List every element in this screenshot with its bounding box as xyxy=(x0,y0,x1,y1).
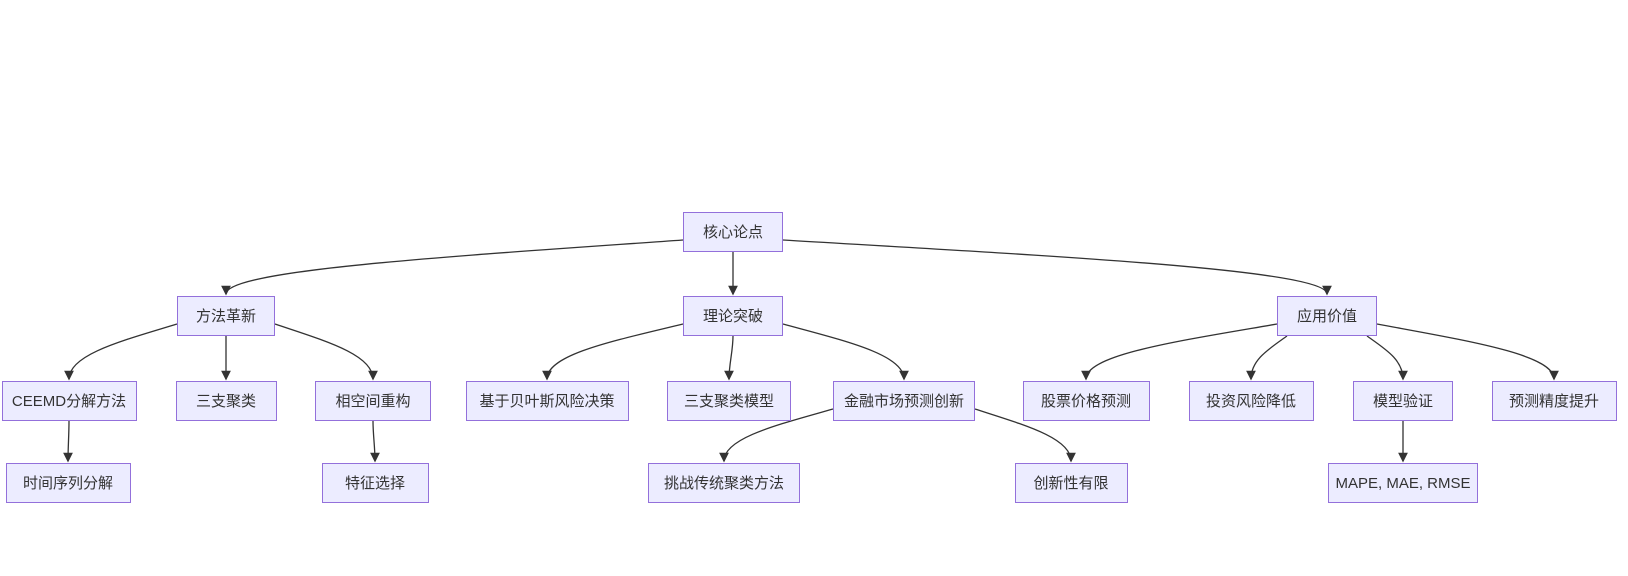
node-theory: 理论突破 xyxy=(683,296,783,336)
node-label: 三支聚类 xyxy=(195,392,256,410)
node-validation: 模型验证 xyxy=(1353,381,1453,421)
node-precision: 预测精度提升 xyxy=(1491,381,1617,421)
node-application: 应用价值 xyxy=(1277,296,1377,336)
node-limited: 创新性有限 xyxy=(1014,463,1128,503)
node-label: 核心论点 xyxy=(702,223,763,241)
node-label: 特征选择 xyxy=(344,474,405,492)
node-ceemd: CEEMD分解方法 xyxy=(1,381,137,421)
edge-method-to-ceemd xyxy=(64,323,178,381)
node-twcmodel: 三支聚类模型 xyxy=(667,381,791,421)
node-method: 方法革新 xyxy=(177,296,275,336)
node-risk: 投资风险降低 xyxy=(1188,381,1314,421)
node-stock: 股票价格预测 xyxy=(1022,381,1150,421)
node-label: 基于贝叶斯风险决策 xyxy=(479,392,615,410)
node-core: 核心论点 xyxy=(683,212,783,252)
node-label: 预测精度提升 xyxy=(1508,392,1599,410)
edge-application-to-validation xyxy=(1366,335,1408,381)
node-label: 方法革新 xyxy=(195,307,256,325)
node-featsel: 特征选择 xyxy=(321,463,429,503)
edge-application-to-precision xyxy=(1376,323,1559,381)
node-tsdecomp: 时间序列分解 xyxy=(5,463,131,503)
node-label: CEEMD分解方法 xyxy=(11,392,127,410)
node-phase: 相空间重构 xyxy=(315,381,431,421)
node-label: 相空间重构 xyxy=(335,392,411,410)
edge-phase-to-featsel xyxy=(370,420,380,463)
node-label: MAPE, MAE, RMSE xyxy=(1335,474,1471,492)
node-threeway: 三支聚类 xyxy=(175,381,277,421)
node-label: 股票价格预测 xyxy=(1040,392,1131,410)
node-label: 挑战传统聚类方法 xyxy=(663,474,784,492)
edge-core-to-method xyxy=(221,239,684,296)
edge-application-to-risk xyxy=(1246,335,1288,381)
edge-ceemd-to-tsdecomp xyxy=(63,420,73,463)
node-bayes: 基于贝叶斯风险决策 xyxy=(465,381,629,421)
edge-core-to-application xyxy=(782,239,1332,296)
edge-application-to-stock xyxy=(1081,323,1278,381)
node-label: 理论突破 xyxy=(702,307,763,325)
node-metrics: MAPE, MAE, RMSE xyxy=(1328,463,1478,503)
edge-method-to-phase xyxy=(274,323,378,381)
edge-theory-to-bayes xyxy=(542,323,684,381)
node-label: 投资风险降低 xyxy=(1205,392,1296,410)
node-label: 应用价值 xyxy=(1296,307,1357,325)
node-finnov: 金融市场预测创新 xyxy=(833,381,975,421)
node-label: 时间序列分解 xyxy=(22,474,113,492)
edge-group xyxy=(63,239,1559,463)
node-label: 模型验证 xyxy=(1372,392,1433,410)
edge-theory-to-finnov xyxy=(782,323,909,381)
edge-theory-to-twcmodel xyxy=(724,335,734,381)
node-challenge: 挑战传统聚类方法 xyxy=(648,463,800,503)
node-label: 创新性有限 xyxy=(1033,474,1109,492)
node-label: 金融市场预测创新 xyxy=(843,392,964,410)
node-label: 三支聚类模型 xyxy=(683,392,774,410)
